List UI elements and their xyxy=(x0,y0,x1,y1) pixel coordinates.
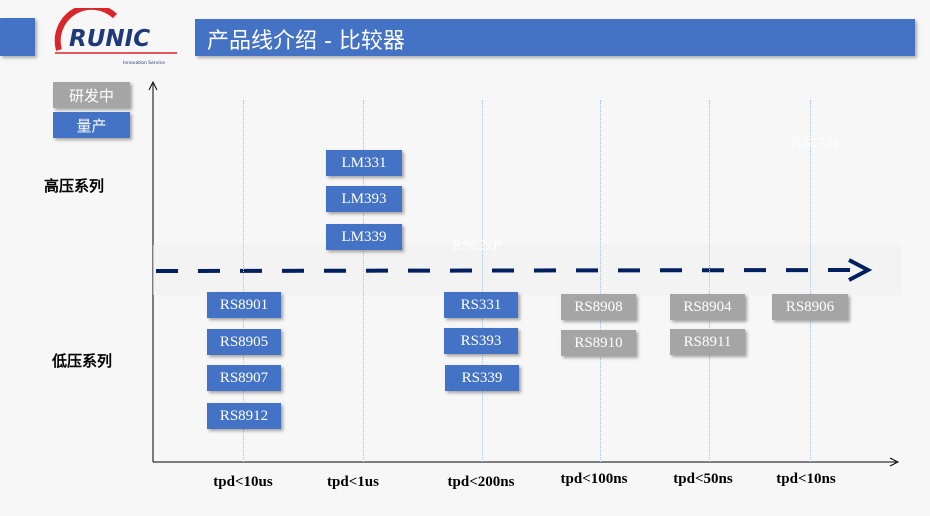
part-rs339: RS339 xyxy=(445,365,519,391)
ghost-label: RS875x xyxy=(791,135,840,151)
part-lm393: LM393 xyxy=(326,186,402,212)
legend-production: 量产 xyxy=(53,112,130,138)
part-rs8905: RS8905 xyxy=(207,329,281,355)
tick-label: tpd<10us xyxy=(213,474,273,490)
part-rs8906: RS8906 xyxy=(772,294,848,320)
part-rs8910: RS8910 xyxy=(561,330,636,356)
gridline xyxy=(600,100,601,462)
tick-label: tpd<50ns xyxy=(673,471,733,487)
runic-logo: RUNIC Innovation Service xyxy=(53,3,178,66)
speed-arrow xyxy=(155,268,863,273)
legend-developing: 研发中 xyxy=(53,82,130,108)
tick-label: tpd<1us xyxy=(327,474,379,490)
part-rs393: RS393 xyxy=(444,328,518,354)
left-accent-bar xyxy=(0,18,35,56)
title-bar: 产品线介绍 - 比较器 xyxy=(195,19,915,56)
logo-wordmark: RUNIC xyxy=(69,26,150,52)
part-rs8907: RS8907 xyxy=(207,365,281,391)
gridline xyxy=(810,100,811,462)
row-label-high-voltage: 高压系列 xyxy=(44,177,105,195)
part-rs8904: RS8904 xyxy=(670,294,745,320)
part-lm339: LM339 xyxy=(326,224,402,250)
part-lm331: LM331 xyxy=(326,150,402,176)
tick-label: tpd<100ns xyxy=(560,471,628,487)
part-rs8901: RS8901 xyxy=(207,292,281,318)
gridline xyxy=(709,100,710,462)
part-rs8911: RS8911 xyxy=(670,329,745,355)
gridline xyxy=(243,100,244,462)
gridline xyxy=(363,100,364,462)
page-title: 产品线介绍 - 比较器 xyxy=(207,29,405,54)
part-rs331: RS331 xyxy=(444,292,518,318)
tick-label: tpd<10ns xyxy=(776,471,836,487)
part-rs8908: RS8908 xyxy=(561,294,636,320)
gridline xyxy=(482,100,483,462)
row-label-low-voltage: 低压系列 xyxy=(52,352,113,370)
tick-label: tpd<200ns xyxy=(447,474,515,490)
ghost-label: RS62xP xyxy=(452,238,502,254)
part-rs8912: RS8912 xyxy=(207,403,281,429)
logo-tagline: Innovation Service xyxy=(123,60,165,66)
